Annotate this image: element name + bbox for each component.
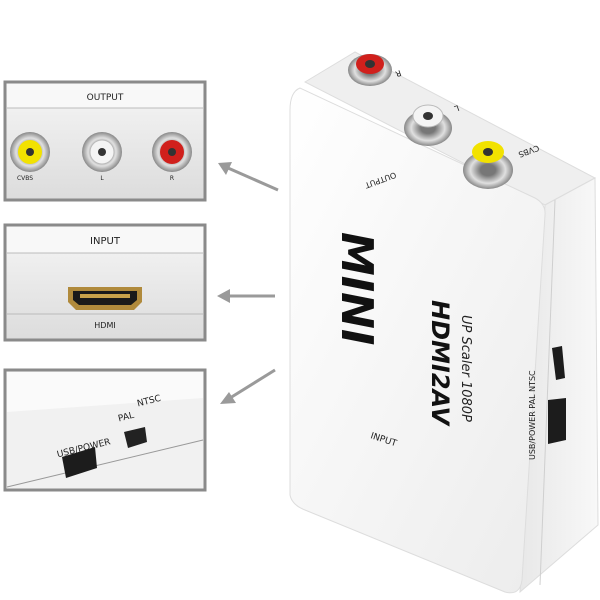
device-model: HDMI2AV <box>426 300 454 427</box>
top-label-l: L <box>453 103 461 113</box>
device-pal-ntsc-switch <box>552 346 565 380</box>
callout-arrows <box>217 162 279 404</box>
hdmi-label: HDMI <box>94 321 115 330</box>
rca-jack-yellow <box>10 132 50 172</box>
input-callout-panel: INPUT HDMI <box>3 223 207 342</box>
output-title: OUTPUT <box>87 93 124 103</box>
device-subtitle: UP Scaler 1080P <box>458 315 473 422</box>
port-label-r: R <box>170 175 174 182</box>
port-label-cvbs: CVBS <box>17 175 33 182</box>
top-rca-white <box>404 104 452 146</box>
top-rca-yellow <box>463 141 513 189</box>
rca-jack-white <box>82 132 122 172</box>
mini-usb-port <box>62 447 97 478</box>
hdmi-port <box>68 287 142 310</box>
hdmi2av-converter: R L CVBS OUTPUT MINI HDMI2AV UP Scaler 1… <box>289 51 599 594</box>
device-mini-usb-port <box>548 398 566 444</box>
device-side-label: USB/POWER PAL NTSC <box>528 370 537 460</box>
pal-ntsc-switch <box>124 427 147 448</box>
output-callout-panel: OUTPUT CVBS L R <box>3 80 207 202</box>
port-label-l: L <box>100 175 104 182</box>
input-title: INPUT <box>90 236 121 247</box>
device-brand: MINI <box>331 232 382 345</box>
top-label-r: R <box>394 68 403 79</box>
top-rca-red <box>348 54 392 86</box>
pal-label: PAL <box>117 411 135 425</box>
side-callout-panel: USB/POWER PAL NTSC <box>3 368 207 492</box>
rca-jack-red <box>152 132 192 172</box>
